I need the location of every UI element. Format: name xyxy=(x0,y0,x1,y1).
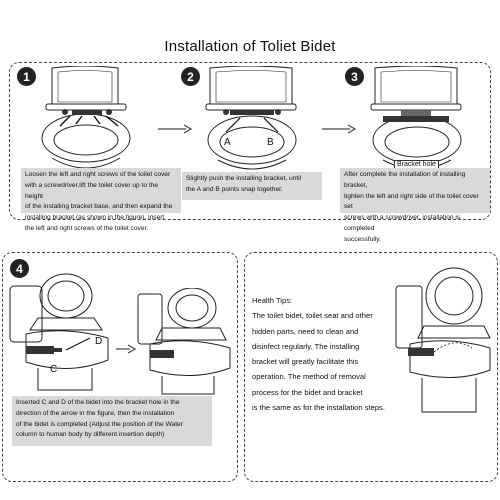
health-tips-line: process for the bidet and bracket xyxy=(252,387,363,397)
step-1-line: Loosen the left and right screws of the … xyxy=(25,171,171,178)
step-1-line: installing bracket (as shown in the figu… xyxy=(25,214,165,222)
step-1-description: Loosen the left and right screws of the … xyxy=(21,168,181,232)
label-b: B xyxy=(267,137,274,148)
top-steps-panel xyxy=(9,62,491,220)
step-4-line: of the bidet is completed (Adjust the po… xyxy=(16,420,183,428)
step-3-badge: 3 xyxy=(345,67,364,86)
step-1-toilet-illustration xyxy=(41,66,131,169)
health-tips-text: Health Tips: The toilet bidet, toilet se… xyxy=(252,293,385,415)
step-4-panel xyxy=(2,252,238,482)
health-tips-line: bracket will greatly facilitate this xyxy=(252,357,359,367)
step-3-toilet-illustration xyxy=(370,66,462,170)
step-4-description: Inserted C and D of the bidet into the b… xyxy=(12,396,212,446)
label-c: C xyxy=(50,364,58,375)
health-tips-line: The toilet bidet, toilet seat and other xyxy=(252,311,373,321)
step-1-badge: 1 xyxy=(17,67,36,86)
step-1-line: with a screwdriver,lift the toilet cover… xyxy=(25,181,159,200)
step-4-badge: 4 xyxy=(10,259,29,278)
health-tips-panel xyxy=(244,252,498,482)
step-2-badge: 2 xyxy=(181,67,200,86)
health-tips-line: is the same as for the installation step… xyxy=(252,403,385,413)
step-3-line: screws with a screwdriver, installation … xyxy=(344,214,461,232)
step-4-line: direction of the arrow in the figure, th… xyxy=(16,409,175,417)
step-4-toilet-illustration-right xyxy=(137,288,231,395)
step-1-line: the left and right screws of the toilet … xyxy=(25,224,149,232)
health-tips-line: disinfect regularly. The installing xyxy=(252,341,360,351)
step-3-line: After complete the installation of insta… xyxy=(344,171,466,189)
step-2-description: Slightly push the installing bracket, un… xyxy=(182,172,322,200)
label-a: A xyxy=(224,137,231,148)
page-title: Installation of Toliet Bidet xyxy=(164,38,336,55)
arrow-right-icon xyxy=(322,124,356,134)
step-2-toilet-illustration xyxy=(205,66,297,170)
health-tips-line: hidden parts, need to clean and xyxy=(252,326,359,336)
health-tips-line: operation. The method of removal xyxy=(252,372,366,382)
step-3-line: tighten the left and right side of the t… xyxy=(344,192,479,211)
step-4-line: column to human body by different insert… xyxy=(16,431,165,439)
step-4-line: Inserted C and D of the bidet into the b… xyxy=(16,399,180,406)
step-2-line: the A and B points snap together. xyxy=(186,185,283,193)
health-tips-line: Health Tips: xyxy=(252,296,293,305)
step-3-line: successfully. xyxy=(344,235,381,243)
step-3-description: After complete the installation of insta… xyxy=(340,168,490,243)
arrow-right-icon xyxy=(116,344,136,354)
health-tips-toilet-illustration xyxy=(395,267,491,413)
step-1-line: of the installing bracket base, and then… xyxy=(25,203,173,211)
arrow-right-icon xyxy=(158,124,192,134)
step-2-line: Slightly push the installing bracket, un… xyxy=(186,175,302,182)
step-4-toilet-illustration-left xyxy=(9,273,109,391)
label-d: D xyxy=(95,336,103,347)
